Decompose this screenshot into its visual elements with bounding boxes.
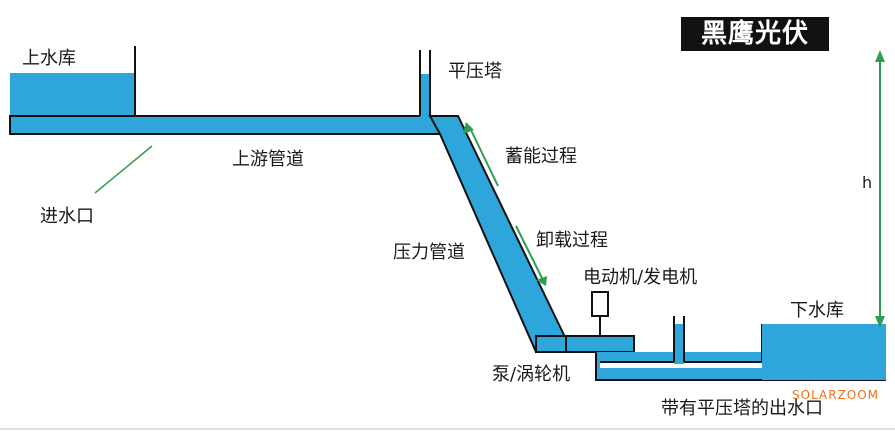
- lower-reservoir-water: [762, 324, 886, 380]
- height-label: h: [862, 173, 873, 192]
- inlet-label: 进水口: [40, 206, 94, 227]
- height-arrow-bottom: [875, 316, 885, 328]
- bottom-divider: [0, 428, 895, 430]
- motor-generator-label: 电动机/发电机: [583, 267, 698, 288]
- unload-arrow-line: [515, 225, 543, 279]
- surge-tower-water: [420, 74, 430, 118]
- pump-turbine-label: 泵/涡轮机: [492, 364, 571, 385]
- pressure-pipe-label: 压力管道: [393, 242, 465, 263]
- motor-generator-box: [591, 291, 609, 317]
- storage-process-label: 蓄能过程: [505, 146, 577, 167]
- watermark-text: SOLARZOOM: [792, 388, 880, 402]
- outlet-surge-water: [674, 324, 684, 364]
- upper-pipe-label: 上游管道: [232, 149, 304, 170]
- brand-logo: 黑鹰光伏: [681, 17, 829, 51]
- inlet-leader-line: [94, 145, 153, 194]
- upper-reservoir-label: 上水库: [22, 48, 76, 69]
- outlet-tailrace-inner: [600, 362, 762, 368]
- outlet-label: 带有平压塔的出水口: [661, 398, 823, 419]
- upper-reservoir-water: [10, 73, 134, 116]
- pump-turbine-unit: [535, 335, 635, 353]
- lower-reservoir-label: 下水库: [790, 300, 844, 321]
- height-arrow-top: [875, 50, 885, 62]
- unload-arrow-head: [536, 276, 547, 286]
- storage-arrow-head: [463, 122, 474, 134]
- upper-pipe: [9, 115, 441, 135]
- storage-arrow-line: [469, 127, 499, 187]
- surge-tower-label: 平压塔: [448, 61, 502, 82]
- unload-process-label: 卸载过程: [536, 230, 608, 251]
